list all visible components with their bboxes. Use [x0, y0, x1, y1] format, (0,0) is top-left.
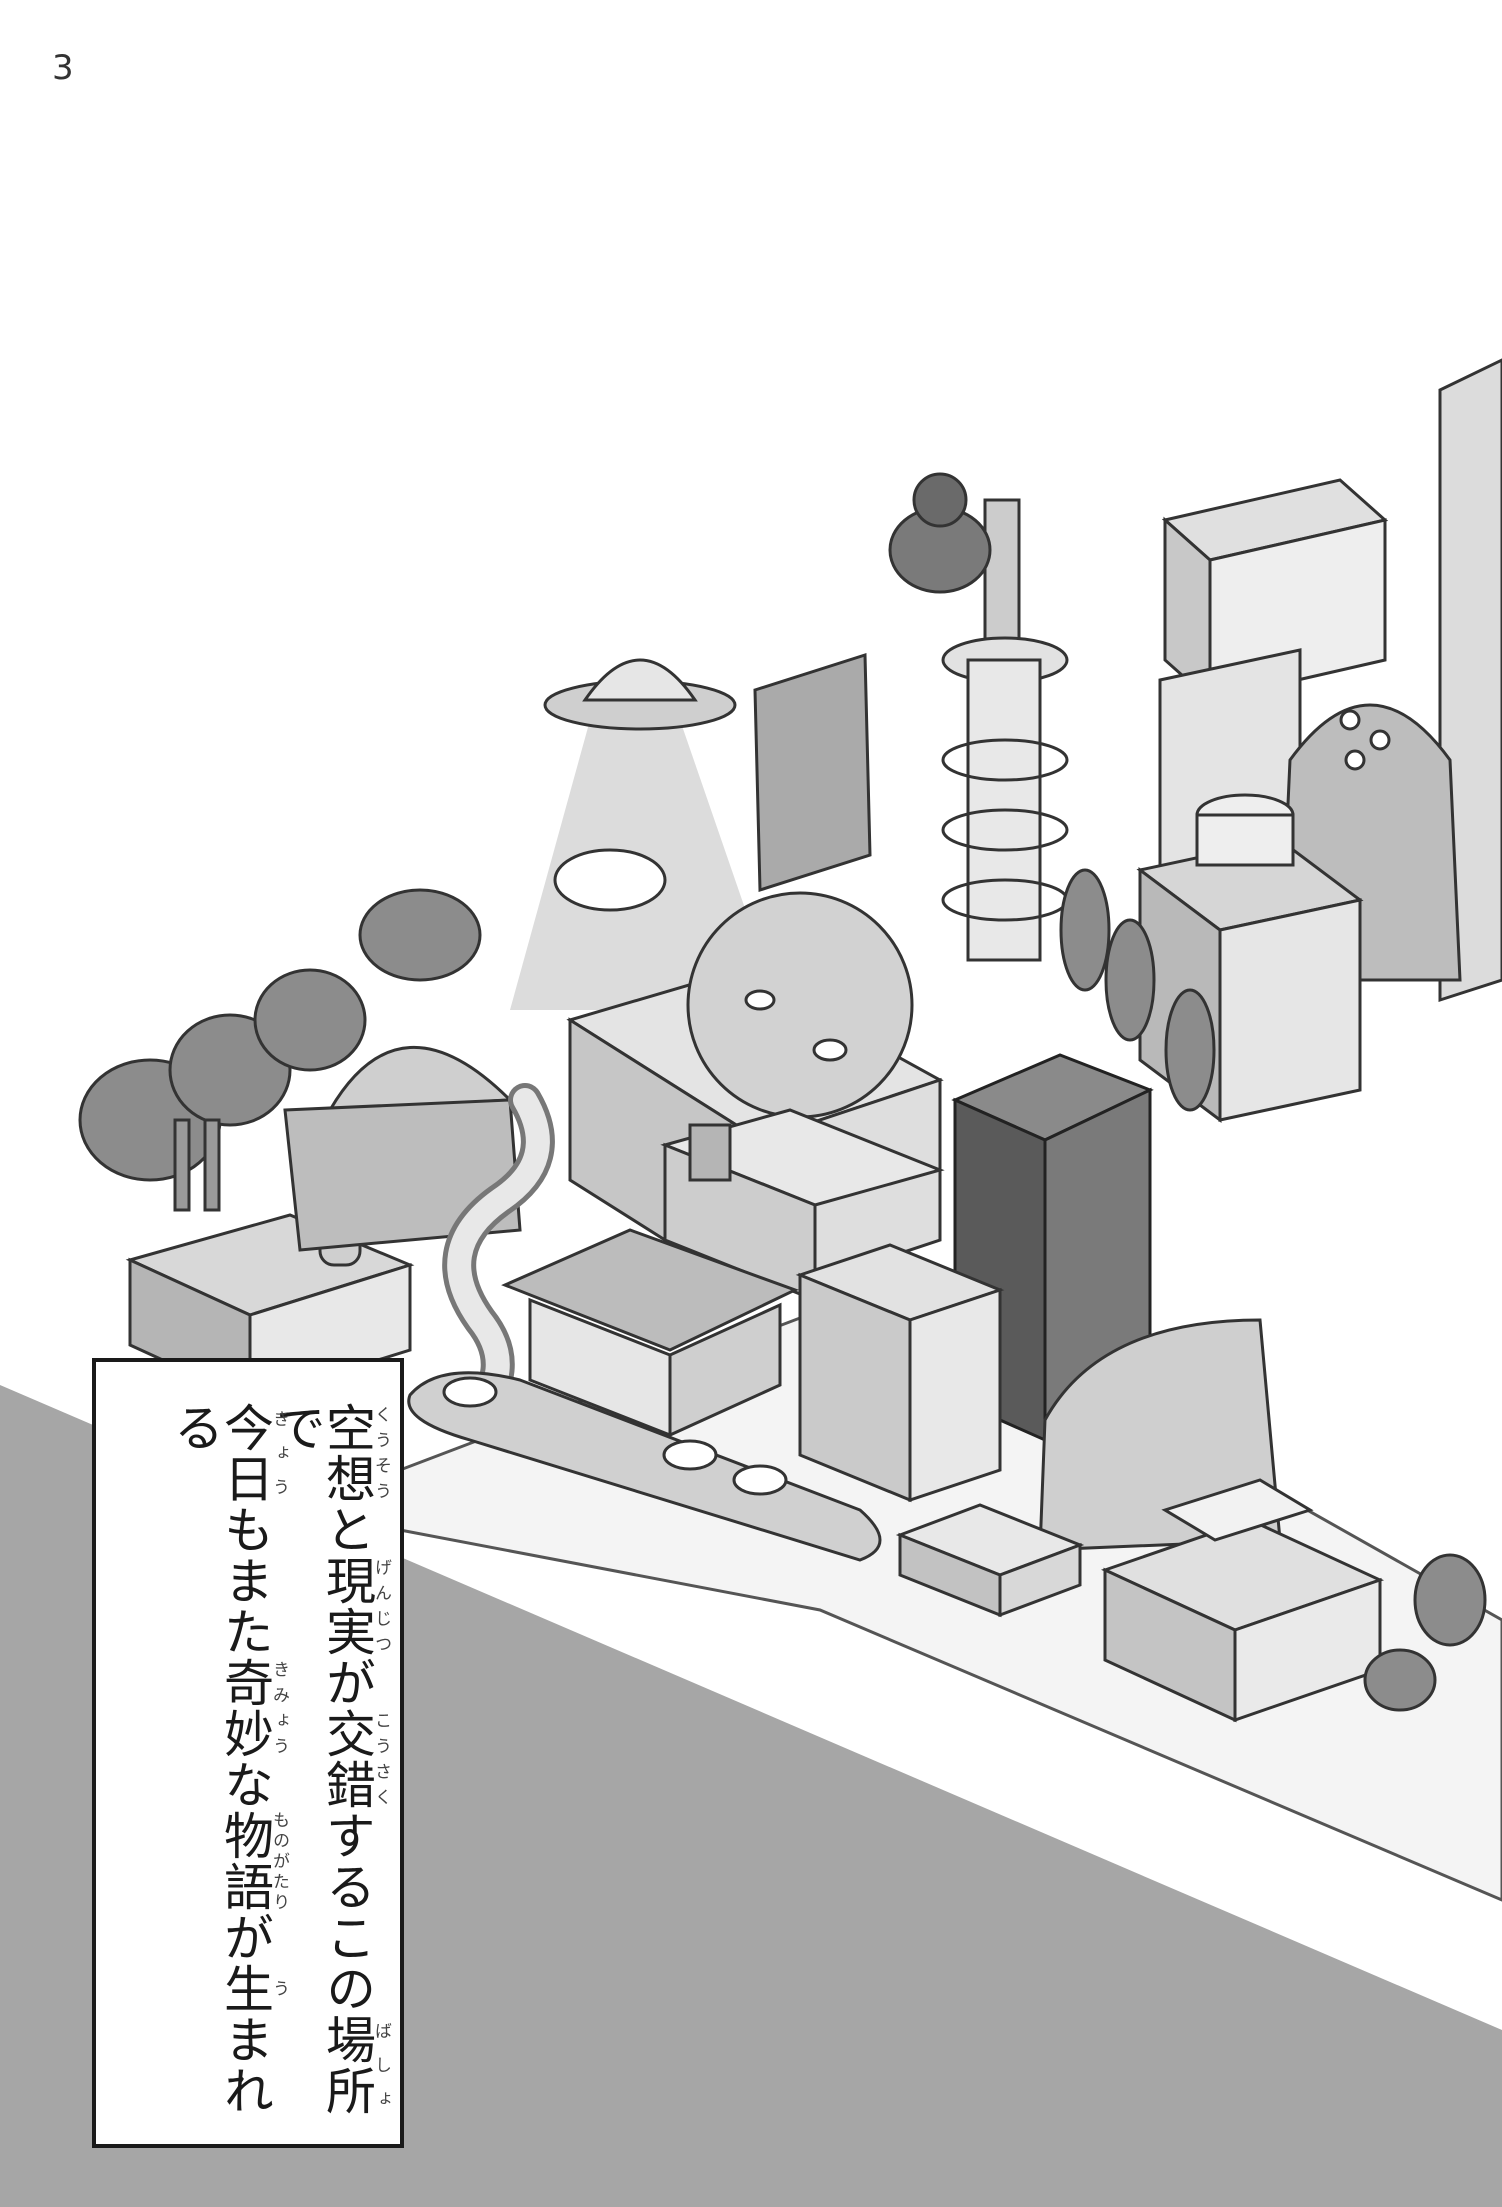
billboard — [753, 652, 872, 893]
caption-furigana: げんじつ — [371, 1555, 391, 1657]
caption-word: が — [318, 1657, 376, 1708]
faucet-block — [660, 1108, 945, 1303]
caption-word: で — [268, 1402, 326, 1453]
caption-furigana: きみょう — [269, 1657, 289, 1759]
warehouse — [501, 1228, 799, 1438]
observatory-dome — [283, 1045, 522, 1252]
caption-word: 生 — [216, 1963, 274, 2014]
caption-word: 現実 — [318, 1555, 376, 1657]
caption-word: 交錯 — [318, 1708, 376, 1810]
caption-ruby-word: 場所ばしょ — [318, 2014, 391, 2116]
caption-word: 奇妙 — [216, 1657, 274, 1759]
caption-word: もまた — [216, 1504, 274, 1657]
spiral-tower — [888, 472, 1069, 962]
caption-word: が — [216, 1912, 274, 1963]
caption-furigana: ばしょ — [371, 2014, 391, 2116]
caption-furigana: きょう — [269, 1402, 289, 1504]
caption-box: 空想くうそうと現実げんじつが交錯こうさくするこの場所ばしょで 今日きょうもまた奇… — [92, 1358, 404, 2148]
caption-ruby-word: 今日きょう — [216, 1402, 289, 1504]
caption-furigana: こうさく — [371, 1708, 391, 1810]
caption-word: と — [318, 1504, 376, 1555]
caption-word: な — [216, 1759, 274, 1810]
caption-word: 物語 — [216, 1810, 274, 1912]
storefront-building — [1100, 1478, 1385, 1723]
caption-ruby-word: 現実げんじつ — [318, 1555, 391, 1657]
caption-furigana: くうそう — [371, 1402, 391, 1504]
caption-furigana: う — [269, 1963, 289, 2014]
caption-furigana: ものがたり — [269, 1810, 289, 1912]
caption-word: 場所 — [318, 2014, 376, 2116]
caption-ruby-word: 奇妙きみょう — [216, 1657, 289, 1759]
page-number: 3 — [52, 48, 74, 88]
tree-row-right — [1059, 868, 1487, 1712]
caption-ruby-word: 物語ものがたり — [216, 1810, 289, 1912]
caption-line-2: 今日きょうもまた奇妙きみょうな物語ものがたりが生うまれる — [166, 1402, 289, 2144]
cow-pasture — [407, 1371, 882, 1562]
caption-line-1: 空想くうそうと現実げんじつが交錯こうさくするこの場所ばしょ で — [268, 1402, 391, 2144]
caption-word: 今日 — [216, 1402, 274, 1504]
caption-ruby-word: 生う — [216, 1963, 289, 2014]
windowed-building — [795, 1243, 1005, 1503]
caption-word: まれる — [166, 1402, 274, 2116]
caption-ruby-word: 空想くうそう — [318, 1402, 391, 1504]
caption-word: 空想 — [318, 1402, 376, 1504]
caption-ruby-word: 交錯こうさく — [318, 1708, 391, 1810]
caption-word: するこの — [318, 1810, 376, 2014]
pedestal — [895, 1503, 1085, 1618]
